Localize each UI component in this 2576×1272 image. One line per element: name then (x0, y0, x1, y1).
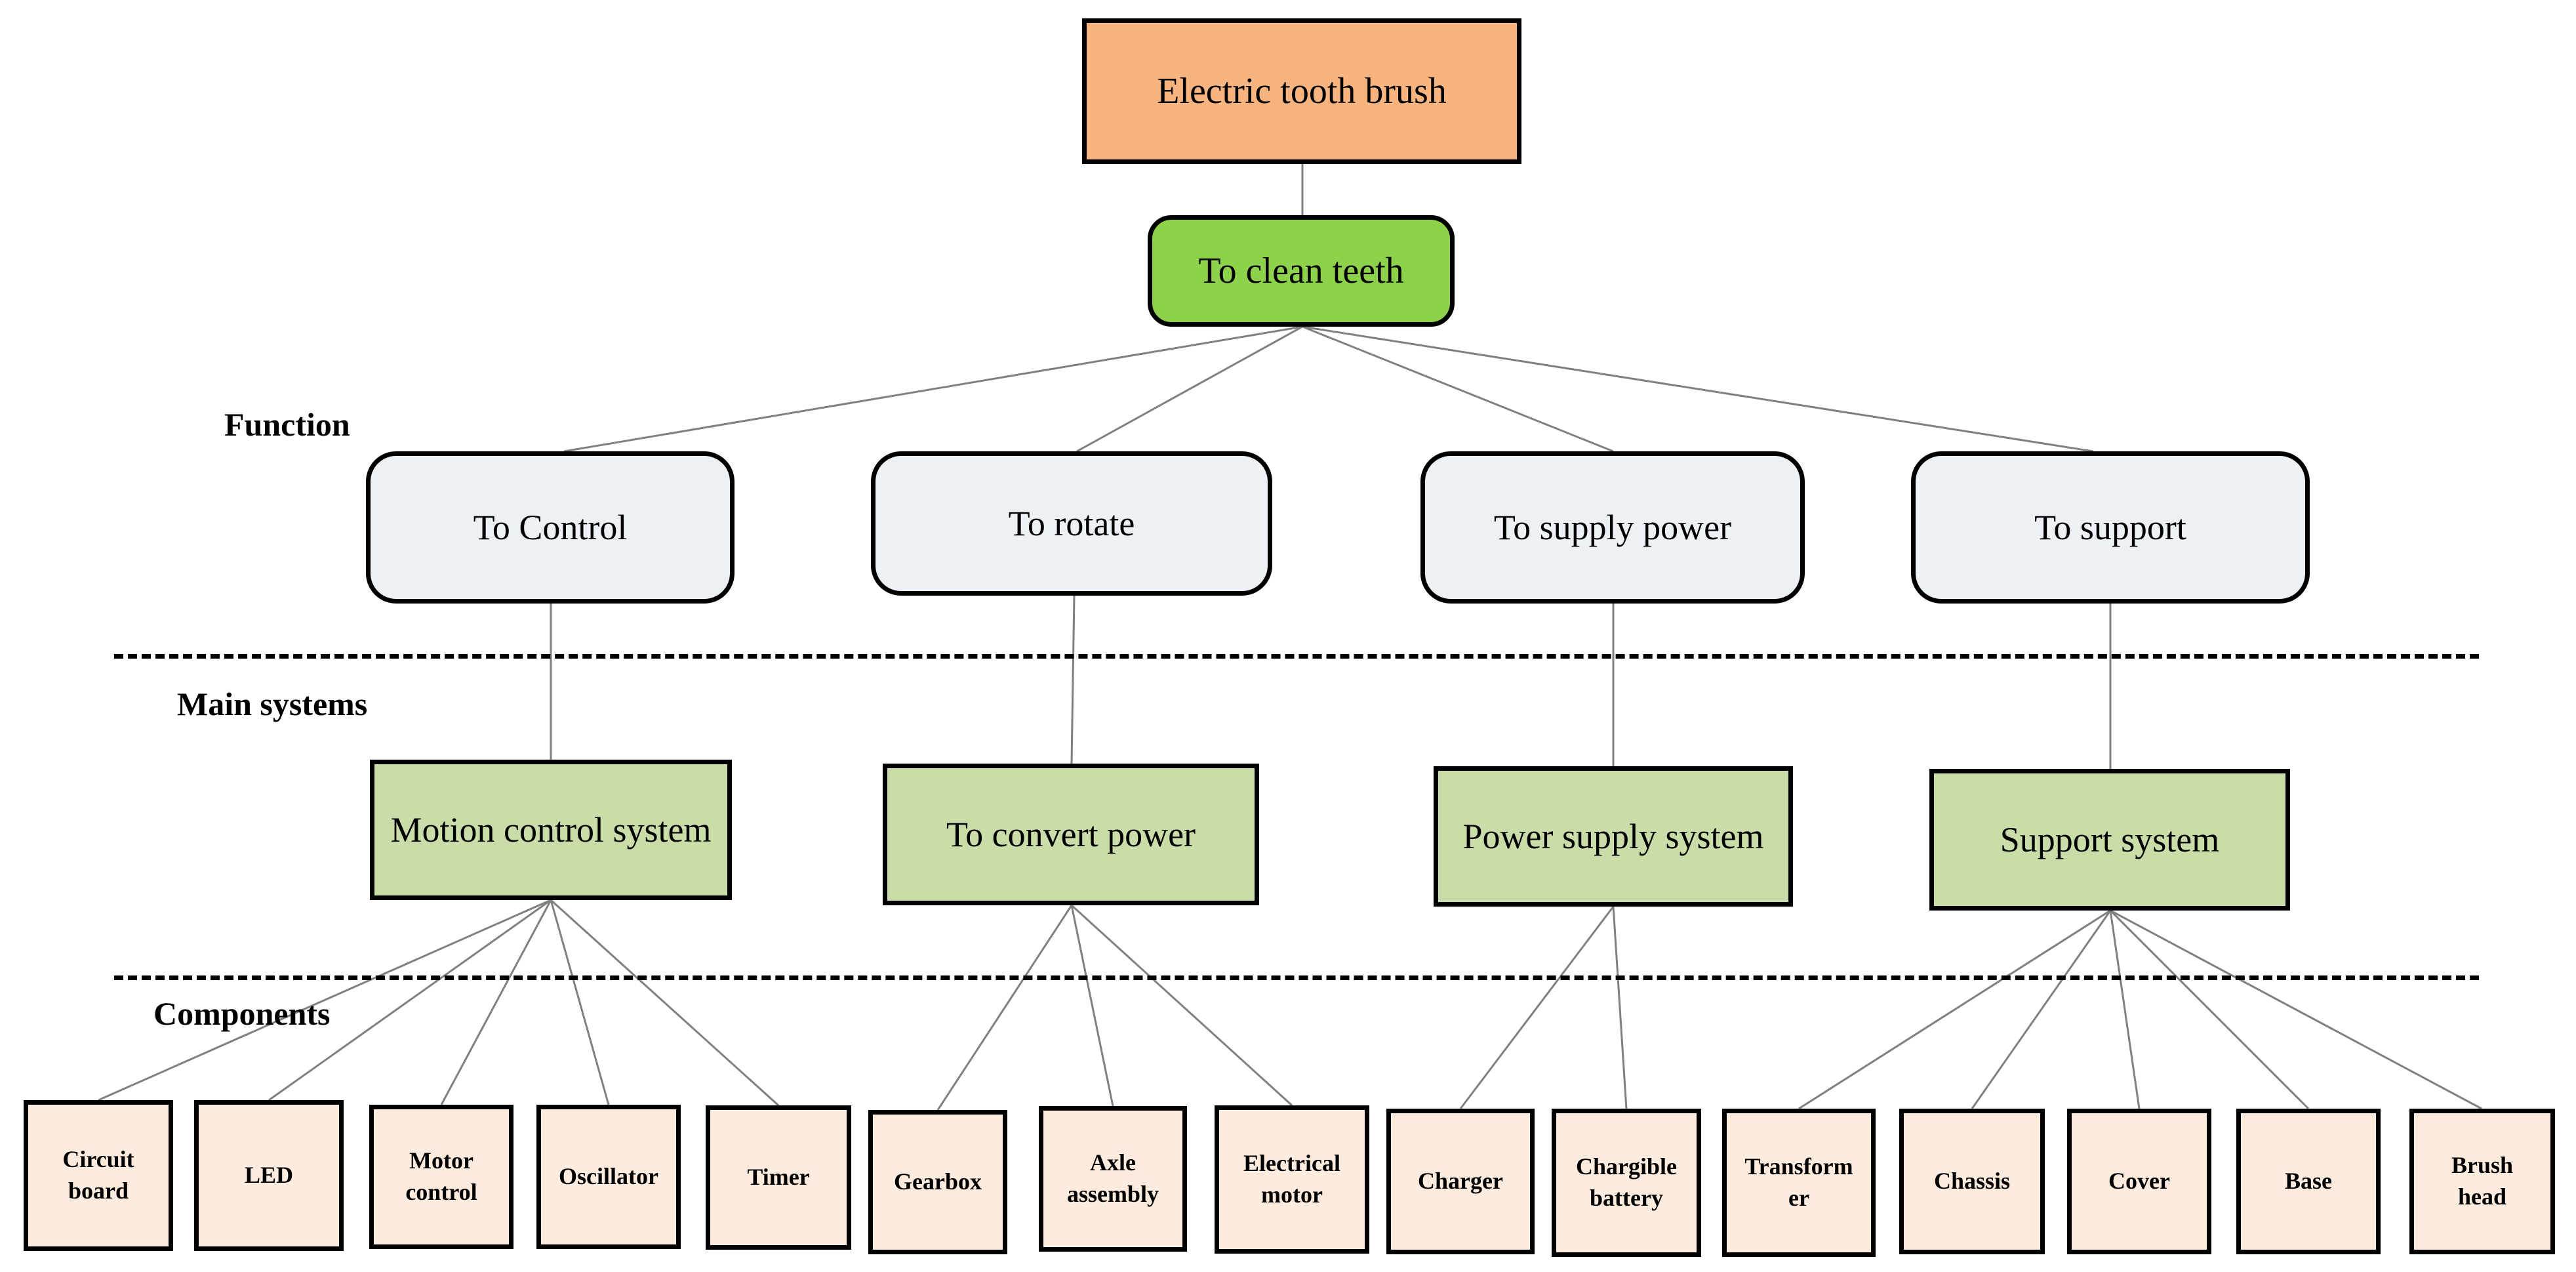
system-node-label: Motion control system (390, 810, 712, 850)
connector-motion-oscillator (550, 899, 610, 1105)
system-node-label: Power supply system (1462, 817, 1764, 856)
connector-motion-led (268, 899, 552, 1101)
function-node-support: To support (1911, 451, 2310, 604)
connector-motion-motor (440, 899, 552, 1105)
connector-convert-axle (1070, 905, 1114, 1107)
component-base: Base (2236, 1109, 2381, 1254)
component-chassis: Chassis (1899, 1109, 2045, 1254)
component-motor-control: Motor control (369, 1105, 513, 1249)
connector-supply-battery (1612, 906, 1628, 1109)
connector-rotate-convert (1070, 595, 1076, 764)
connector-support-cover (2109, 910, 2141, 1109)
connector-support-transformer (1798, 909, 2111, 1110)
component-label-line2: control (405, 1179, 477, 1205)
component-led: LED (194, 1100, 344, 1251)
component-label-line2: head (2457, 1183, 2506, 1210)
function-node-control: To Control (366, 451, 735, 604)
component-label-line2: assembly (1066, 1181, 1159, 1207)
level-label-main-systems: Main systems (177, 686, 368, 722)
connector-support-base (2109, 909, 2310, 1110)
system-node-label: To convert power (946, 815, 1196, 854)
component-label-line2: er (1788, 1185, 1809, 1211)
component-label-line2: motor (1261, 1181, 1323, 1208)
divider-systems-components (114, 975, 2479, 980)
system-node-support: Support system (1929, 769, 2290, 911)
component-label-line1: Gearbox (894, 1168, 982, 1195)
connector-supply-charger (1459, 906, 1615, 1109)
component-cover: Cover (2067, 1109, 2211, 1254)
function-node-label: To Control (473, 508, 628, 547)
component-label-line1: Timer (747, 1164, 810, 1191)
component-brush-head: Brush head (2409, 1109, 2555, 1254)
component-label-line1: LED (244, 1162, 294, 1189)
system-node-motion-control: Motion control system (370, 760, 732, 900)
root-node-label: Electric tooth brush (1157, 71, 1447, 112)
connector-support-chassis (1971, 910, 2112, 1109)
connector-support-brush (2110, 909, 2482, 1110)
component-chargible-battery: Chargible battery (1552, 1109, 1701, 1257)
function-node-label: To support (2034, 508, 2186, 547)
connector-motion-timer (550, 899, 780, 1107)
system-node-label: Support system (2000, 820, 2220, 859)
component-label-line1: Charger (1418, 1168, 1503, 1195)
connector-motion-circuit (98, 899, 552, 1101)
root-node: Electric tooth brush (1082, 18, 1521, 164)
function-node-label: To rotate (1008, 504, 1135, 543)
system-node-convert-power: To convert power (883, 764, 1259, 905)
divider-function-systems (114, 654, 2479, 659)
component-label-line2: battery (1590, 1185, 1663, 1211)
component-timer: Timer (706, 1105, 851, 1250)
component-label-line1: Oscillator (559, 1163, 658, 1190)
component-label-line1: Chassis (1933, 1168, 2011, 1195)
component-label-line1: Chargible (1575, 1153, 1677, 1180)
component-axle-assembly: Axle assembly (1039, 1106, 1187, 1252)
goal-node-label: To clean teeth (1198, 251, 1404, 291)
connector-goal-rotate (1076, 325, 1303, 453)
component-label-line1: Axle (1090, 1149, 1136, 1176)
component-label-line1: Cover (2108, 1168, 2170, 1195)
component-label-line1: Base (2285, 1168, 2332, 1195)
component-charger: Charger (1386, 1109, 1535, 1254)
connector-goal-support (1302, 325, 2094, 453)
system-node-power-supply: Power supply system (1434, 766, 1793, 907)
level-label-function: Function (224, 406, 350, 443)
component-circuit-board: Circuit board (24, 1100, 173, 1251)
connector-goal-control (563, 325, 1303, 453)
connector-convert-gearbox (936, 905, 1073, 1111)
component-gearbox: Gearbox (868, 1110, 1007, 1254)
connector-goal-power (1302, 325, 1614, 453)
component-label-line1: Electrical (1243, 1150, 1340, 1177)
component-label-line2: board (68, 1178, 129, 1204)
function-node-label: To supply power (1493, 508, 1732, 547)
component-electrical-motor: Electrical motor (1215, 1105, 1369, 1254)
goal-node: To clean teeth (1148, 215, 1455, 327)
component-transformer: Transform er (1722, 1109, 1876, 1257)
function-node-supply-power: To supply power (1420, 451, 1805, 604)
connector-convert-motor (1070, 904, 1293, 1107)
component-label-line1: Brush (2451, 1152, 2514, 1179)
component-label-line1: Circuit (62, 1146, 134, 1173)
component-label-line1: Transform (1744, 1153, 1853, 1180)
level-label-components: Components (153, 995, 331, 1032)
component-label-line1: Motor (409, 1147, 473, 1174)
component-oscillator: Oscillator (536, 1105, 681, 1249)
function-node-rotate: To rotate (871, 451, 1272, 596)
